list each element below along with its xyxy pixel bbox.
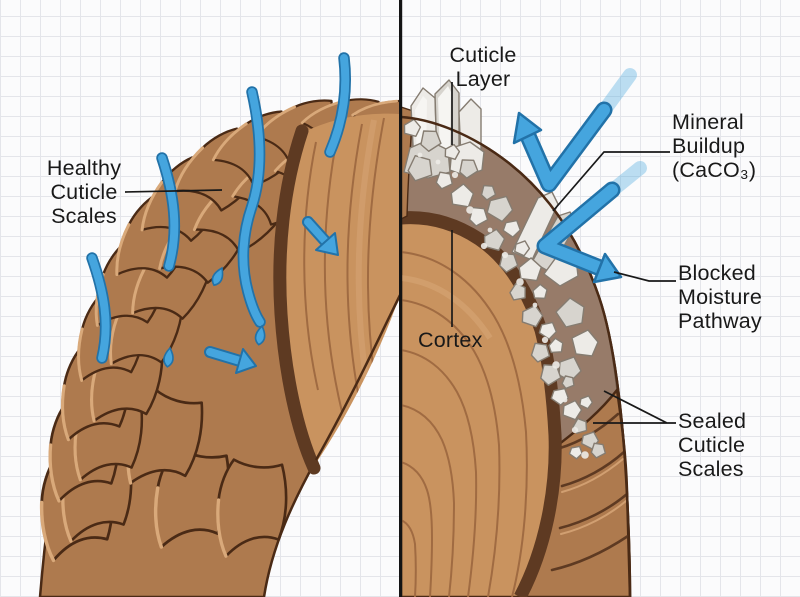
mineral-speck — [501, 251, 509, 259]
mineral-speck — [435, 159, 441, 165]
mineral-crystal — [480, 184, 497, 201]
mineral-crystal — [579, 395, 594, 410]
pointer-mineral-buildup — [552, 151, 670, 212]
deflected-moisture-arrow — [536, 161, 647, 284]
healthy-hair-shaft — [37, 52, 400, 597]
pointer-sealed-cuticle-scales — [593, 390, 676, 424]
mineral-crystal — [407, 154, 433, 182]
dark-cuticle-band-left — [273, 124, 321, 475]
mineral-crystal — [548, 337, 564, 354]
absorbed-moisture-arrow — [302, 216, 339, 256]
mineral-crystal — [514, 240, 531, 257]
sealed-scale-ridges — [550, 412, 630, 572]
panel-divider — [399, 0, 403, 597]
mineral-crystal — [521, 304, 544, 328]
mineral-crystal — [590, 442, 607, 459]
mineral-speck — [487, 227, 493, 233]
label-cortex: Cortex — [418, 328, 483, 352]
damaged-hair-shaft — [401, 68, 647, 597]
cortex-right-striations — [401, 251, 528, 597]
mineral-crystal — [459, 159, 479, 179]
mineral-speck — [581, 451, 589, 459]
mineral-crystal — [444, 143, 461, 161]
outer-edge-right — [401, 115, 632, 597]
mineral-crystal — [435, 171, 453, 190]
mineral-crystal — [486, 195, 514, 223]
mineral-specks — [417, 152, 589, 459]
label-mineral-buildup: Mineral Buildup (CaCO₃) — [672, 110, 757, 182]
mineral-speck — [532, 302, 538, 308]
mineral-crystal — [562, 399, 583, 421]
mineral-speck — [480, 242, 488, 250]
mineral-crystal — [561, 375, 575, 390]
mineral-speck — [417, 152, 423, 158]
mineral-crystal — [403, 118, 422, 137]
mineral-crystal — [518, 257, 542, 282]
inner-edge-left — [314, 294, 400, 461]
pointer-blocked-moisture — [613, 271, 676, 282]
mineral-crystal — [483, 228, 506, 252]
mineral-speck — [451, 171, 459, 179]
mineral-speck — [562, 397, 568, 403]
mineral-speck — [541, 336, 549, 344]
mineral-crystal — [532, 283, 548, 300]
mineral-crystal — [499, 252, 519, 273]
absorbed-moisture-arrow — [204, 346, 257, 374]
bounced-moisture-arrow — [512, 68, 637, 193]
mineral-crystal — [420, 130, 442, 152]
mineral-crystal — [468, 206, 489, 227]
pointer-healthy-cuticle-scales — [124, 189, 223, 193]
label-healthy-cuticle-scales: Healthy Cuticle Scales — [46, 156, 122, 228]
mineral-speck — [552, 361, 560, 369]
moisture-streams — [86, 52, 351, 364]
mineral-crystal — [530, 342, 551, 363]
mineral-speck — [466, 206, 474, 214]
mineral-crystal — [450, 183, 475, 208]
label-blocked-moisture-pathway: Blocked Moisture Pathway — [678, 261, 763, 333]
mineral-crystal — [502, 219, 521, 238]
mineral-crystal — [568, 445, 583, 460]
mineral-crystal — [538, 321, 557, 340]
label-sealed-cuticle-scales: Sealed Cuticle Scales — [678, 409, 747, 481]
mineral-speck — [516, 278, 524, 286]
mineral-crystal — [509, 282, 526, 301]
mineral-speck — [571, 426, 579, 434]
pointer-lines — [124, 82, 676, 424]
label-cuticle-layer: Cuticle Layer — [449, 43, 517, 91]
